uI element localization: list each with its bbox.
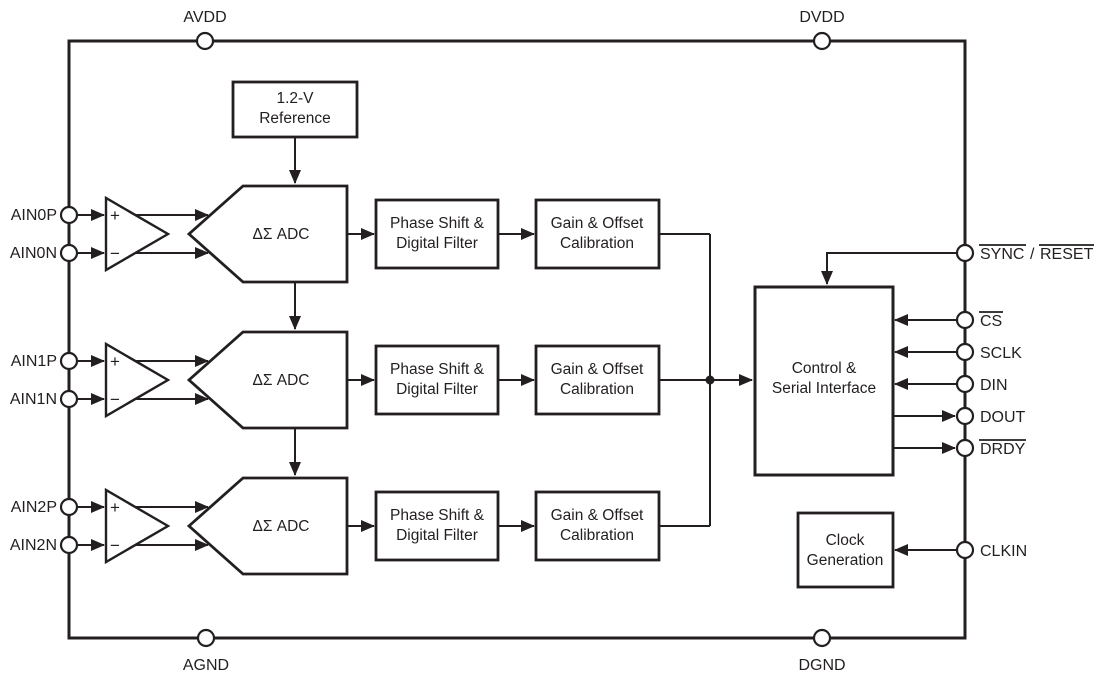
opamp-symbol xyxy=(104,487,171,565)
clock-label-line2: Generation xyxy=(807,552,884,569)
opamp-symbol xyxy=(104,195,171,273)
pin-terminals xyxy=(59,31,975,648)
channel-2: + − ΔΣ ADC Phase Shift & Digital Filter … xyxy=(104,476,661,576)
pin-labels: AVDD DVDD AGND DGND AIN0P AIN0N AIN1P AI… xyxy=(10,9,1094,674)
pin-cs xyxy=(955,310,975,330)
pin-clkin xyxy=(955,540,975,560)
ain0p-label: AIN0P xyxy=(11,207,57,224)
channel-0: + − ΔΣ ADC Phase Shift & Digital Filter … xyxy=(104,184,661,284)
adc-block xyxy=(186,184,349,284)
bus-junction-dot xyxy=(705,375,715,385)
control-label-line2: Serial Interface xyxy=(772,380,876,397)
cs-label: CS xyxy=(980,313,1002,330)
phase-filter-block xyxy=(374,344,500,416)
opamp-plus-sign: + xyxy=(110,206,120,225)
phase-filter-label-line2: Digital Filter xyxy=(396,235,478,252)
pin-sync-reset xyxy=(955,243,975,263)
ain1p-label: AIN1P xyxy=(11,353,57,370)
reference-block: 1.2-V Reference xyxy=(231,80,359,139)
chip-outline xyxy=(67,39,967,640)
wires xyxy=(77,137,957,556)
din-label: DIN xyxy=(980,377,1008,394)
channel-1: + − ΔΣ ADC Phase Shift & Digital Filter … xyxy=(104,330,661,430)
opamp-minus-sign: − xyxy=(110,244,120,263)
phase-filter-label-line2: Digital Filter xyxy=(396,527,478,544)
opamp-minus-sign: − xyxy=(110,390,120,409)
dvdd-label: DVDD xyxy=(799,9,844,26)
pin-ain0n xyxy=(59,243,79,263)
clock-label-line1: Clock xyxy=(826,532,865,549)
pin-din xyxy=(955,374,975,394)
pin-sclk xyxy=(955,342,975,362)
control-label-line1: Control & xyxy=(792,360,857,377)
dout-label: DOUT xyxy=(980,409,1026,426)
wire-sync-reset xyxy=(821,252,957,285)
adc-label: ΔΣ ADC xyxy=(253,518,310,535)
adc-label: ΔΣ ADC xyxy=(253,372,310,389)
gain-offset-label-line1: Gain & Offset xyxy=(551,507,644,524)
avdd-label: AVDD xyxy=(183,9,226,26)
opamp-minus-sign: − xyxy=(110,536,120,555)
control-serial-block: Control & Serial Interface xyxy=(753,285,895,477)
pin-agnd xyxy=(196,628,216,648)
opamp-symbol xyxy=(104,341,171,419)
phase-filter-block xyxy=(374,490,500,562)
pin-avdd xyxy=(195,31,215,51)
opamp-plus-sign: + xyxy=(110,352,120,371)
adc-block xyxy=(186,476,349,576)
pin-ain1n xyxy=(59,389,79,409)
gain-offset-label-line2: Calibration xyxy=(560,527,634,544)
dgnd-label: DGND xyxy=(798,657,845,674)
clock-generation-block: Clock Generation xyxy=(796,511,895,589)
phase-filter-label-line1: Phase Shift & xyxy=(390,507,485,524)
phase-filter-block xyxy=(374,198,500,270)
adc-label: ΔΣ ADC xyxy=(253,226,310,243)
ain0n-label: AIN0N xyxy=(10,245,57,262)
phase-filter-label-line1: Phase Shift & xyxy=(390,215,485,232)
ain1n-label: AIN1N xyxy=(10,391,57,408)
sync-reset-label: SYNC/RESET xyxy=(980,246,1094,263)
pin-ain0p xyxy=(59,205,79,225)
gain-offset-block xyxy=(534,344,661,416)
phase-filter-label-line1: Phase Shift & xyxy=(390,361,485,378)
reference-label-line1: 1.2-V xyxy=(276,90,314,107)
ain2n-label: AIN2N xyxy=(10,537,57,554)
opamp-plus-sign: + xyxy=(110,498,120,517)
gain-offset-label-line2: Calibration xyxy=(560,235,634,252)
sclk-label: SCLK xyxy=(980,345,1022,362)
pin-ain2p xyxy=(59,497,79,517)
pin-ain2n xyxy=(59,535,79,555)
gain-offset-label-line2: Calibration xyxy=(560,381,634,398)
agnd-label: AGND xyxy=(183,657,229,674)
gain-offset-block xyxy=(534,198,661,270)
adc-block xyxy=(186,330,349,430)
drdy-label: DRDY xyxy=(980,441,1026,458)
gain-offset-label-line1: Gain & Offset xyxy=(551,361,644,378)
pin-dgnd xyxy=(812,628,832,648)
ain2p-label: AIN2P xyxy=(11,499,57,516)
pin-drdy xyxy=(955,438,975,458)
pin-ain1p xyxy=(59,351,79,371)
reference-label-line2: Reference xyxy=(259,110,331,127)
pin-dvdd xyxy=(812,31,832,51)
gain-offset-block xyxy=(534,490,661,562)
gain-offset-label-line1: Gain & Offset xyxy=(551,215,644,232)
clkin-label: CLKIN xyxy=(980,543,1027,560)
pin-dout xyxy=(955,406,975,426)
phase-filter-label-line2: Digital Filter xyxy=(396,381,478,398)
